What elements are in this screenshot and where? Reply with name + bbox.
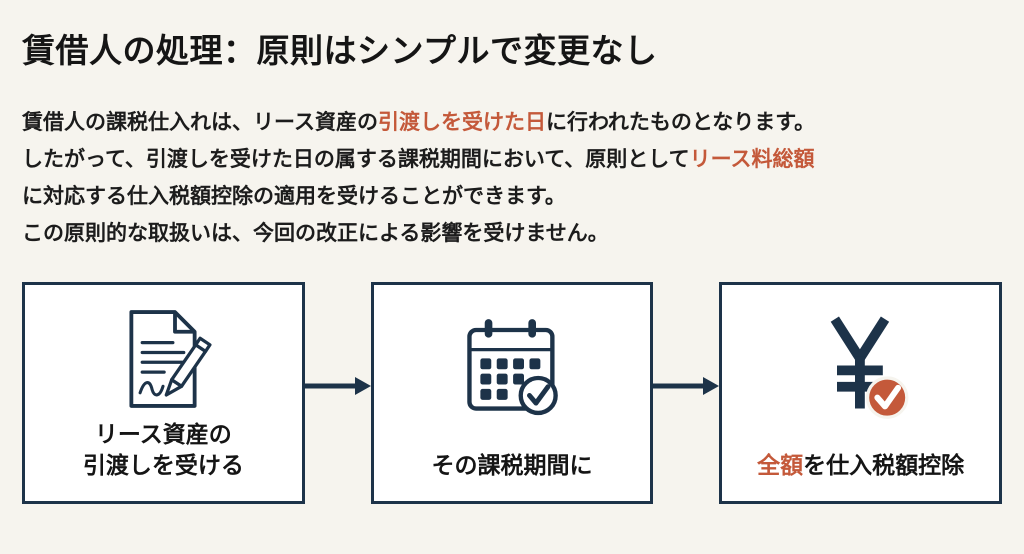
intro-text: 賃借人の課税仕入れは、リース資産の <box>22 111 378 134</box>
intro-line-2: したがって、引渡しを受けた日の属する課税期間において、原則としてリース料総額 <box>22 141 1002 178</box>
highlight-text: 全額 <box>757 451 804 478</box>
highlight-text: リース料総額 <box>689 148 815 171</box>
intro-line-3: に対応する仕入税額控除の適用を受けることができます。 <box>22 185 566 208</box>
step-label-line: リース資産の <box>94 421 232 447</box>
intro-text: に行われたものとなります。 <box>545 111 816 134</box>
intro-line-1: 賃借人の課税仕入れは、リース資産の引渡しを受けた日に行われたものとなります。 <box>22 104 1002 141</box>
intro-paragraph: 賃借人の課税仕入れは、リース資産の引渡しを受けた日に行われたものとなります。 し… <box>22 104 1002 252</box>
step-label-text: を仕入税額控除 <box>803 451 965 478</box>
step-card-period: その課税期間に <box>370 282 654 504</box>
process-flow: リース資産の 引渡しを受ける <box>22 282 1003 504</box>
contract-icon <box>103 285 223 419</box>
arrow-icon <box>653 375 720 397</box>
step-label: 全額を仕入税額控除 <box>757 450 964 501</box>
intro-line-4: この原則的な取扱いは、今回の改正による影響を受けません。 <box>22 222 609 245</box>
step-card-deduction: 全額を仕入税額控除 <box>719 282 1003 504</box>
intro-text: したがって、引渡しを受けた日の属する課税期間において、原則として <box>22 148 690 171</box>
arrow-icon <box>304 375 371 397</box>
calendar-check-icon <box>452 285 572 433</box>
yen-check-icon <box>801 285 921 433</box>
page-title: 賃借人の処理：原則はシンプルで変更なし <box>22 32 658 69</box>
step-card-contract: リース資産の 引渡しを受ける <box>22 282 305 504</box>
step-label: その課税期間に <box>431 451 593 478</box>
step-label: リース資産の 引渡しを受ける <box>83 419 244 501</box>
highlight-text: 引渡しを受けた日 <box>377 111 546 134</box>
step-label-line: 引渡しを受ける <box>82 452 244 479</box>
